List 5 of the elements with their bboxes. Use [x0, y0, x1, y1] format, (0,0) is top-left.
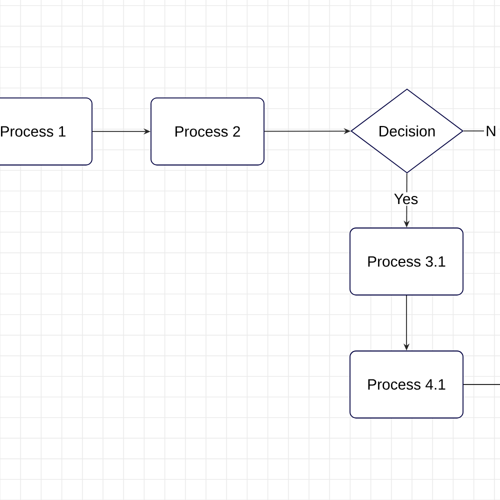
process-box: Process 4.1 — [350, 350, 464, 418]
process-box: Process 3.1 — [350, 228, 464, 296]
process-box: Process 2 — [150, 98, 264, 166]
process-box: Process 1 — [0, 98, 92, 166]
edge-label: N — [484, 124, 498, 138]
